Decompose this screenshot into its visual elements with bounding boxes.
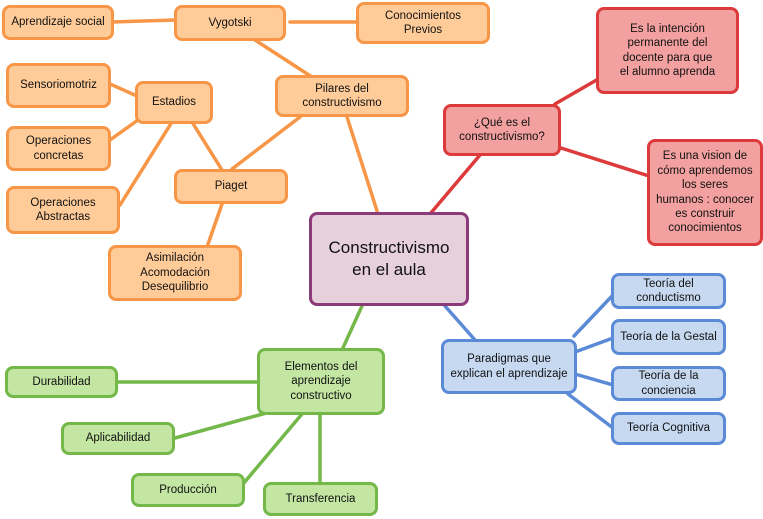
connector-line-8 (118, 120, 174, 207)
connector-line-18 (566, 392, 615, 430)
connector-line-17 (573, 372, 615, 387)
connector-line-7 (108, 118, 140, 142)
teoria-cognitiva-node[interactable]: Teoría Cognitiva (611, 412, 726, 445)
elementos-node[interactable]: Elementos del aprendizaje constructivo (257, 348, 385, 415)
connector-line-21 (173, 410, 272, 440)
connector-line-15 (572, 293, 615, 338)
conocimientos-previos-node[interactable]: Conocimientos Previos (356, 2, 490, 44)
intencion-node[interactable]: Es la intención permanente del docente p… (596, 7, 739, 94)
connector-line-19 (340, 304, 364, 352)
teoria-conductismo-node[interactable]: Teoría del conductismo (611, 273, 726, 309)
connector-line-2 (110, 18, 178, 24)
asimilacion-node[interactable]: Asimilación Acomodación Desequilibrio (108, 245, 242, 301)
paradigmas-node[interactable]: Paradigmas que explican el aprendizaje (441, 339, 577, 394)
teoria-conciencia-node[interactable]: Teoría de la conciencia (611, 366, 726, 401)
connector-line-12 (553, 76, 602, 106)
aprendizaje-social-node[interactable]: Aprendizaje social (2, 5, 114, 40)
connector-line-14 (443, 304, 477, 342)
connector-line-5 (345, 115, 380, 216)
operaciones-abstractas-node[interactable]: Operaciones Abstractas (6, 186, 120, 234)
connector-line-6 (108, 82, 139, 98)
operaciones-concretas-node[interactable]: Operaciones concretas (6, 126, 111, 171)
connector-line-9 (190, 120, 224, 172)
central-topic-node[interactable]: Constructivismo en el aula (309, 212, 469, 306)
connector-line-3 (253, 38, 314, 79)
connector-line-11 (428, 153, 482, 216)
transferencia-node[interactable]: Transferencia (263, 482, 378, 516)
connector-line-22 (241, 412, 304, 486)
pilares-node[interactable]: Pilares del constructivismo (275, 75, 409, 117)
piaget-node[interactable]: Piaget (174, 169, 288, 204)
teoria-gestal-node[interactable]: Teoría de la Gestal (611, 319, 726, 355)
connector-line-13 (559, 146, 651, 178)
durabilidad-node[interactable]: Durabilidad (5, 366, 118, 398)
vygotski-node[interactable]: Vygotski (174, 5, 286, 41)
connector-line-4 (230, 115, 302, 171)
que-es-node[interactable]: ¿Qué es el constructivismo? (443, 104, 561, 156)
vision-node[interactable]: Es una vision de cómo aprendemos los ser… (647, 139, 763, 246)
sensoriomotriz-node[interactable]: Sensoriomotriz (6, 63, 111, 108)
produccion-node[interactable]: Producción (131, 473, 245, 507)
connector-line-16 (573, 336, 615, 354)
connector-line-10 (205, 202, 224, 249)
aplicabilidad-node[interactable]: Aplicabilidad (61, 422, 175, 455)
estadios-node[interactable]: Estadios (135, 81, 213, 124)
